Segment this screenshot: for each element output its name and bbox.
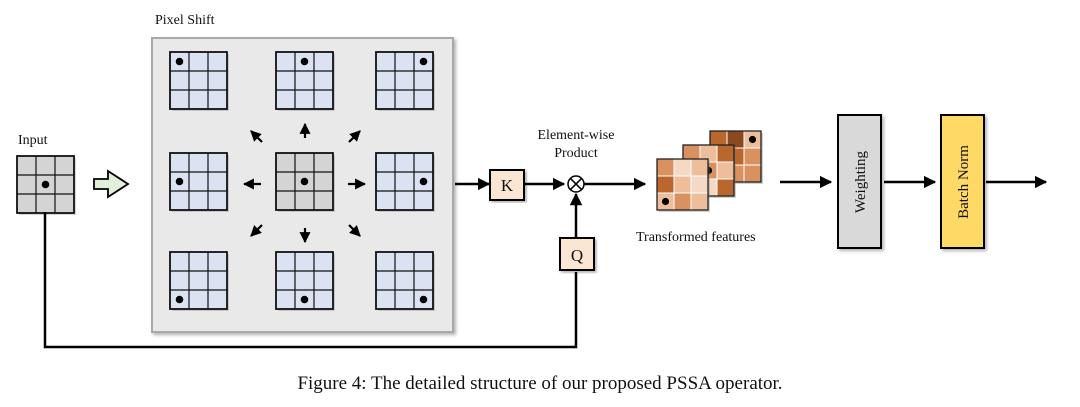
pixel-dot: [175, 57, 184, 66]
shift-arrows: [242, 122, 367, 244]
shift-grid-right: [375, 152, 435, 212]
shift-grid-bottom: [275, 251, 335, 311]
pixel-dot: [419, 177, 428, 186]
element-wise-product-symbol: [567, 175, 585, 193]
k-label: K: [501, 176, 514, 195]
shift-grid-left: [169, 152, 229, 212]
pixel-dot: [300, 295, 309, 304]
shift-arrow-up-right: [348, 130, 361, 143]
feature-dot: [748, 135, 757, 144]
shift-grid-center: [275, 152, 335, 212]
shift-grid-top-right: [375, 51, 435, 111]
batch-norm-box: [940, 114, 985, 249]
shift-arrow-down-right: [348, 224, 361, 237]
shift-arrow-down-left: [250, 224, 263, 237]
pixel-dot: [175, 295, 184, 304]
pixel-dot: [175, 177, 184, 186]
pixel-shift-label: Pixel Shift: [155, 13, 215, 28]
feature-patch-3: [656, 158, 710, 212]
shift-grids: [169, 51, 435, 311]
shift-grid-top: [275, 51, 335, 111]
input-to-q-line: [43, 212, 578, 349]
batch-norm-label: Batch Norm: [956, 145, 972, 219]
element-wise-label-1: Element-wise: [538, 128, 615, 143]
weighting-box: [837, 114, 882, 249]
feature-dot: [661, 197, 670, 206]
shift-grid-top-left: [169, 51, 229, 111]
pixel-dot: [300, 57, 309, 66]
input-grid: [16, 155, 76, 215]
shift-grid-bottom-left: [169, 251, 229, 311]
element-wise-label-2: Product: [554, 146, 598, 161]
shift-grid-bottom-right: [375, 251, 435, 311]
shift-arrow-up-left: [250, 130, 263, 143]
input-label: Input: [18, 133, 48, 148]
input-pixel-grid: [16, 155, 76, 215]
transformed-features: [656, 130, 763, 212]
pixel-dot: [419, 295, 428, 304]
k-box: [489, 169, 525, 201]
transformed-features-label: Transformed features: [636, 230, 756, 245]
q-label: Q: [571, 246, 583, 265]
pixel-dot: [419, 57, 428, 66]
pixel-dot: [41, 180, 50, 189]
pixel-dot: [300, 177, 309, 186]
weighting-label: Weighting: [853, 150, 869, 213]
input-arrow: [93, 169, 130, 199]
figure-caption: Figure 4: The detailed structure of our …: [297, 373, 782, 394]
